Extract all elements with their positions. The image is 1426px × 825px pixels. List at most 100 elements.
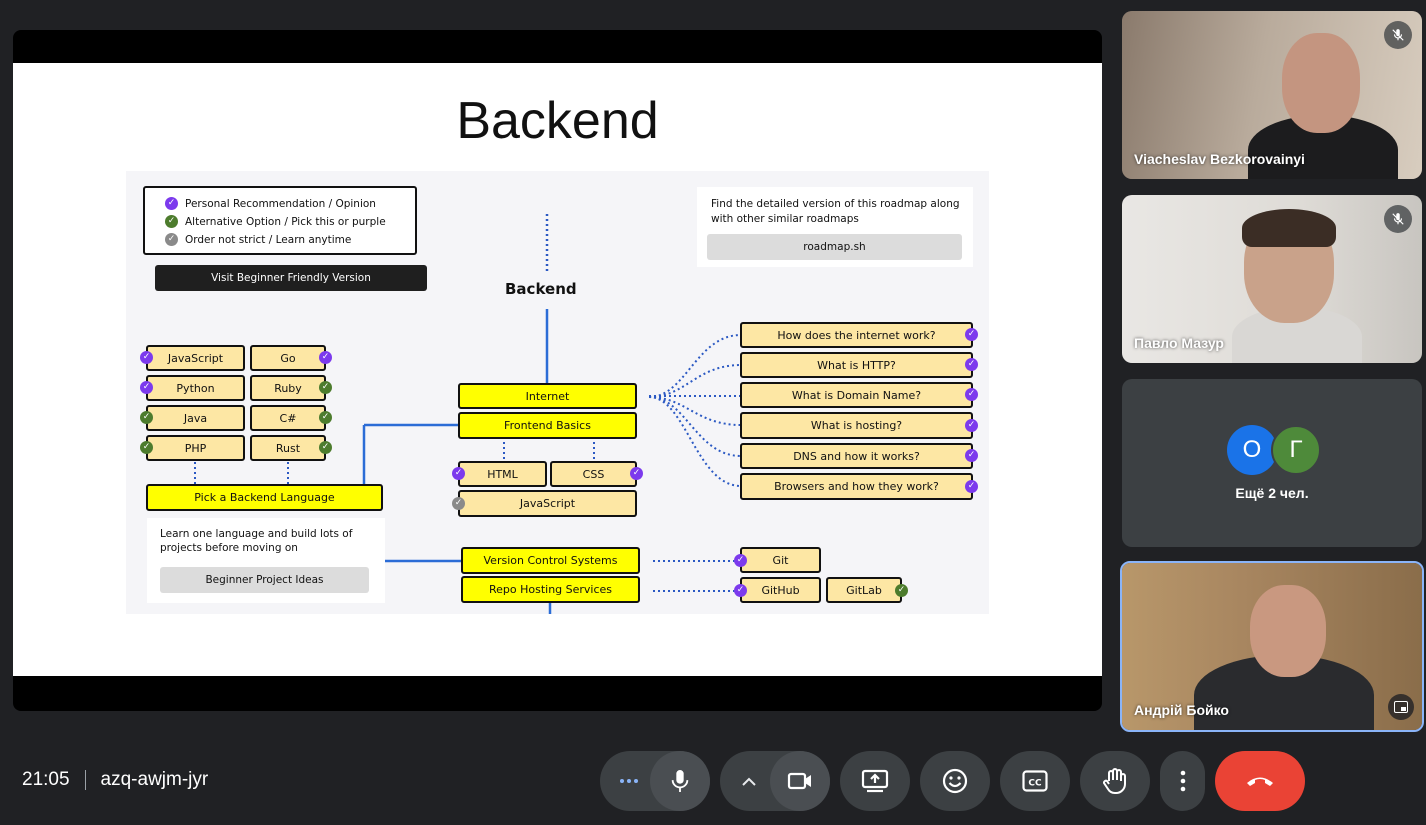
more-vert-icon xyxy=(1180,770,1185,792)
leave-call-button[interactable] xyxy=(1215,751,1305,811)
check-icon: ✓ xyxy=(165,215,178,228)
check-icon: ✓ xyxy=(965,388,978,401)
participant-name: Павло Мазур xyxy=(1134,335,1224,351)
language-box: JavaScript xyxy=(146,345,245,371)
legend-item: ✓Order not strict / Learn anytime xyxy=(165,233,351,246)
check-icon: ✓ xyxy=(319,441,332,454)
audio-options-button[interactable] xyxy=(600,751,658,811)
html-box: HTML xyxy=(458,461,547,487)
present-screen-icon xyxy=(861,769,889,793)
check-icon: ✓ xyxy=(965,449,978,462)
check-icon: ✓ xyxy=(895,584,908,597)
videocam-icon xyxy=(787,772,811,790)
roadmap-heading: Backend xyxy=(505,280,577,298)
language-box: Ruby xyxy=(250,375,326,401)
check-icon: ✓ xyxy=(452,497,465,510)
participant-tile-self[interactable]: Андрій Бойко xyxy=(1120,561,1424,732)
roadmap-note-box: Find the detailed version of this roadma… xyxy=(697,187,973,267)
check-icon: ✓ xyxy=(140,351,153,364)
slide: Backend xyxy=(13,63,1102,676)
check-icon: ✓ xyxy=(165,197,178,210)
presentation-area: Backend xyxy=(13,30,1102,711)
pick-language-box: Pick a Backend Language xyxy=(146,484,383,511)
slide-title: Backend xyxy=(456,92,659,150)
raise-hand-button[interactable] xyxy=(1080,751,1150,811)
check-icon: ✓ xyxy=(319,411,332,424)
closed-captions-icon: CC xyxy=(1022,770,1048,792)
mic-control-group xyxy=(600,751,710,811)
participant-name: Андрій Бойко xyxy=(1134,702,1229,718)
microphone-button[interactable] xyxy=(650,751,710,811)
check-icon: ✓ xyxy=(965,480,978,493)
javascript-box: JavaScript xyxy=(458,490,637,517)
video-options-button[interactable] xyxy=(720,751,778,811)
learn-note: Learn one language and build lots of pro… xyxy=(160,528,353,554)
language-box: PHP xyxy=(146,435,245,461)
roadmap-note: Find the detailed version of this roadma… xyxy=(711,198,960,225)
github-box: GitHub xyxy=(740,577,821,603)
roadmap-connectors xyxy=(194,214,742,614)
topic-box: Browsers and how they work? xyxy=(740,473,973,500)
learn-note-box: Learn one language and build lots of pro… xyxy=(147,518,385,603)
check-icon: ✓ xyxy=(734,554,747,567)
check-icon: ✓ xyxy=(965,328,978,341)
language-box: C# xyxy=(250,405,326,431)
check-icon: ✓ xyxy=(140,381,153,394)
divider xyxy=(84,770,86,790)
microphone-icon xyxy=(671,770,689,792)
check-icon: ✓ xyxy=(140,441,153,454)
avatar: Г xyxy=(1271,425,1321,475)
others-tile[interactable]: О Г Ещё 2 чел. xyxy=(1122,379,1422,547)
css-box: CSS xyxy=(550,461,637,487)
check-icon: ✓ xyxy=(965,358,978,371)
chevron-up-icon xyxy=(742,777,756,786)
meeting-code: azq-awjm-jyr xyxy=(100,769,209,790)
language-box: Rust xyxy=(250,435,326,461)
check-icon: ✓ xyxy=(734,584,747,597)
topic-box: What is hosting? xyxy=(740,412,973,439)
legend-item: ✓Personal Recommendation / Opinion xyxy=(165,197,376,210)
check-icon: ✓ xyxy=(165,233,178,246)
mic-off-icon xyxy=(1384,21,1412,49)
roadmap-image: ✓Personal Recommendation / Opinion ✓Alte… xyxy=(126,171,989,614)
participant-tile[interactable]: Viacheslav Bezkorovainyi xyxy=(1122,11,1422,179)
language-box: Python xyxy=(146,375,245,401)
more-options-button[interactable] xyxy=(1160,751,1205,811)
check-icon: ✓ xyxy=(630,467,643,480)
repo-hosting-box: Repo Hosting Services xyxy=(461,576,640,603)
participant-tile[interactable]: Павло Мазур xyxy=(1122,195,1422,363)
avatar xyxy=(1282,33,1360,133)
roadmap-sh-button: roadmap.sh xyxy=(707,234,962,260)
check-icon: ✓ xyxy=(319,381,332,394)
frontend-basics-box: Frontend Basics xyxy=(458,412,637,439)
legend-item: ✓Alternative Option / Pick this or purpl… xyxy=(165,215,386,228)
present-button[interactable] xyxy=(840,751,910,811)
emoji-icon xyxy=(942,768,968,794)
vcs-box: Version Control Systems xyxy=(461,547,640,574)
participant-name: Viacheslav Bezkorovainyi xyxy=(1134,151,1305,167)
check-icon: ✓ xyxy=(965,419,978,432)
check-icon: ✓ xyxy=(319,351,332,364)
more-dots-icon xyxy=(620,779,638,783)
mic-off-icon xyxy=(1384,205,1412,233)
call-end-icon xyxy=(1247,777,1273,786)
svg-text:CC: CC xyxy=(1028,779,1042,789)
topic-box: How does the internet work? xyxy=(740,322,973,348)
avatar: О xyxy=(1227,425,1277,475)
language-box: Go xyxy=(250,345,326,371)
meeting-info: 21:05 azq-awjm-jyr xyxy=(22,769,208,791)
captions-button[interactable]: CC xyxy=(1000,751,1070,811)
camera-control-group xyxy=(720,751,830,811)
gitlab-box: GitLab xyxy=(826,577,902,603)
pip-icon[interactable] xyxy=(1388,694,1414,720)
others-count: Ещё 2 чел. xyxy=(1235,485,1309,501)
check-icon: ✓ xyxy=(452,467,465,480)
hand-icon xyxy=(1103,768,1126,795)
camera-button[interactable] xyxy=(770,751,830,811)
beginner-version-button: Visit Beginner Friendly Version xyxy=(155,265,427,291)
topic-box: What is HTTP? xyxy=(740,352,973,378)
reactions-button[interactable] xyxy=(920,751,990,811)
git-box: Git xyxy=(740,547,821,573)
meeting-time: 21:05 xyxy=(22,769,70,790)
